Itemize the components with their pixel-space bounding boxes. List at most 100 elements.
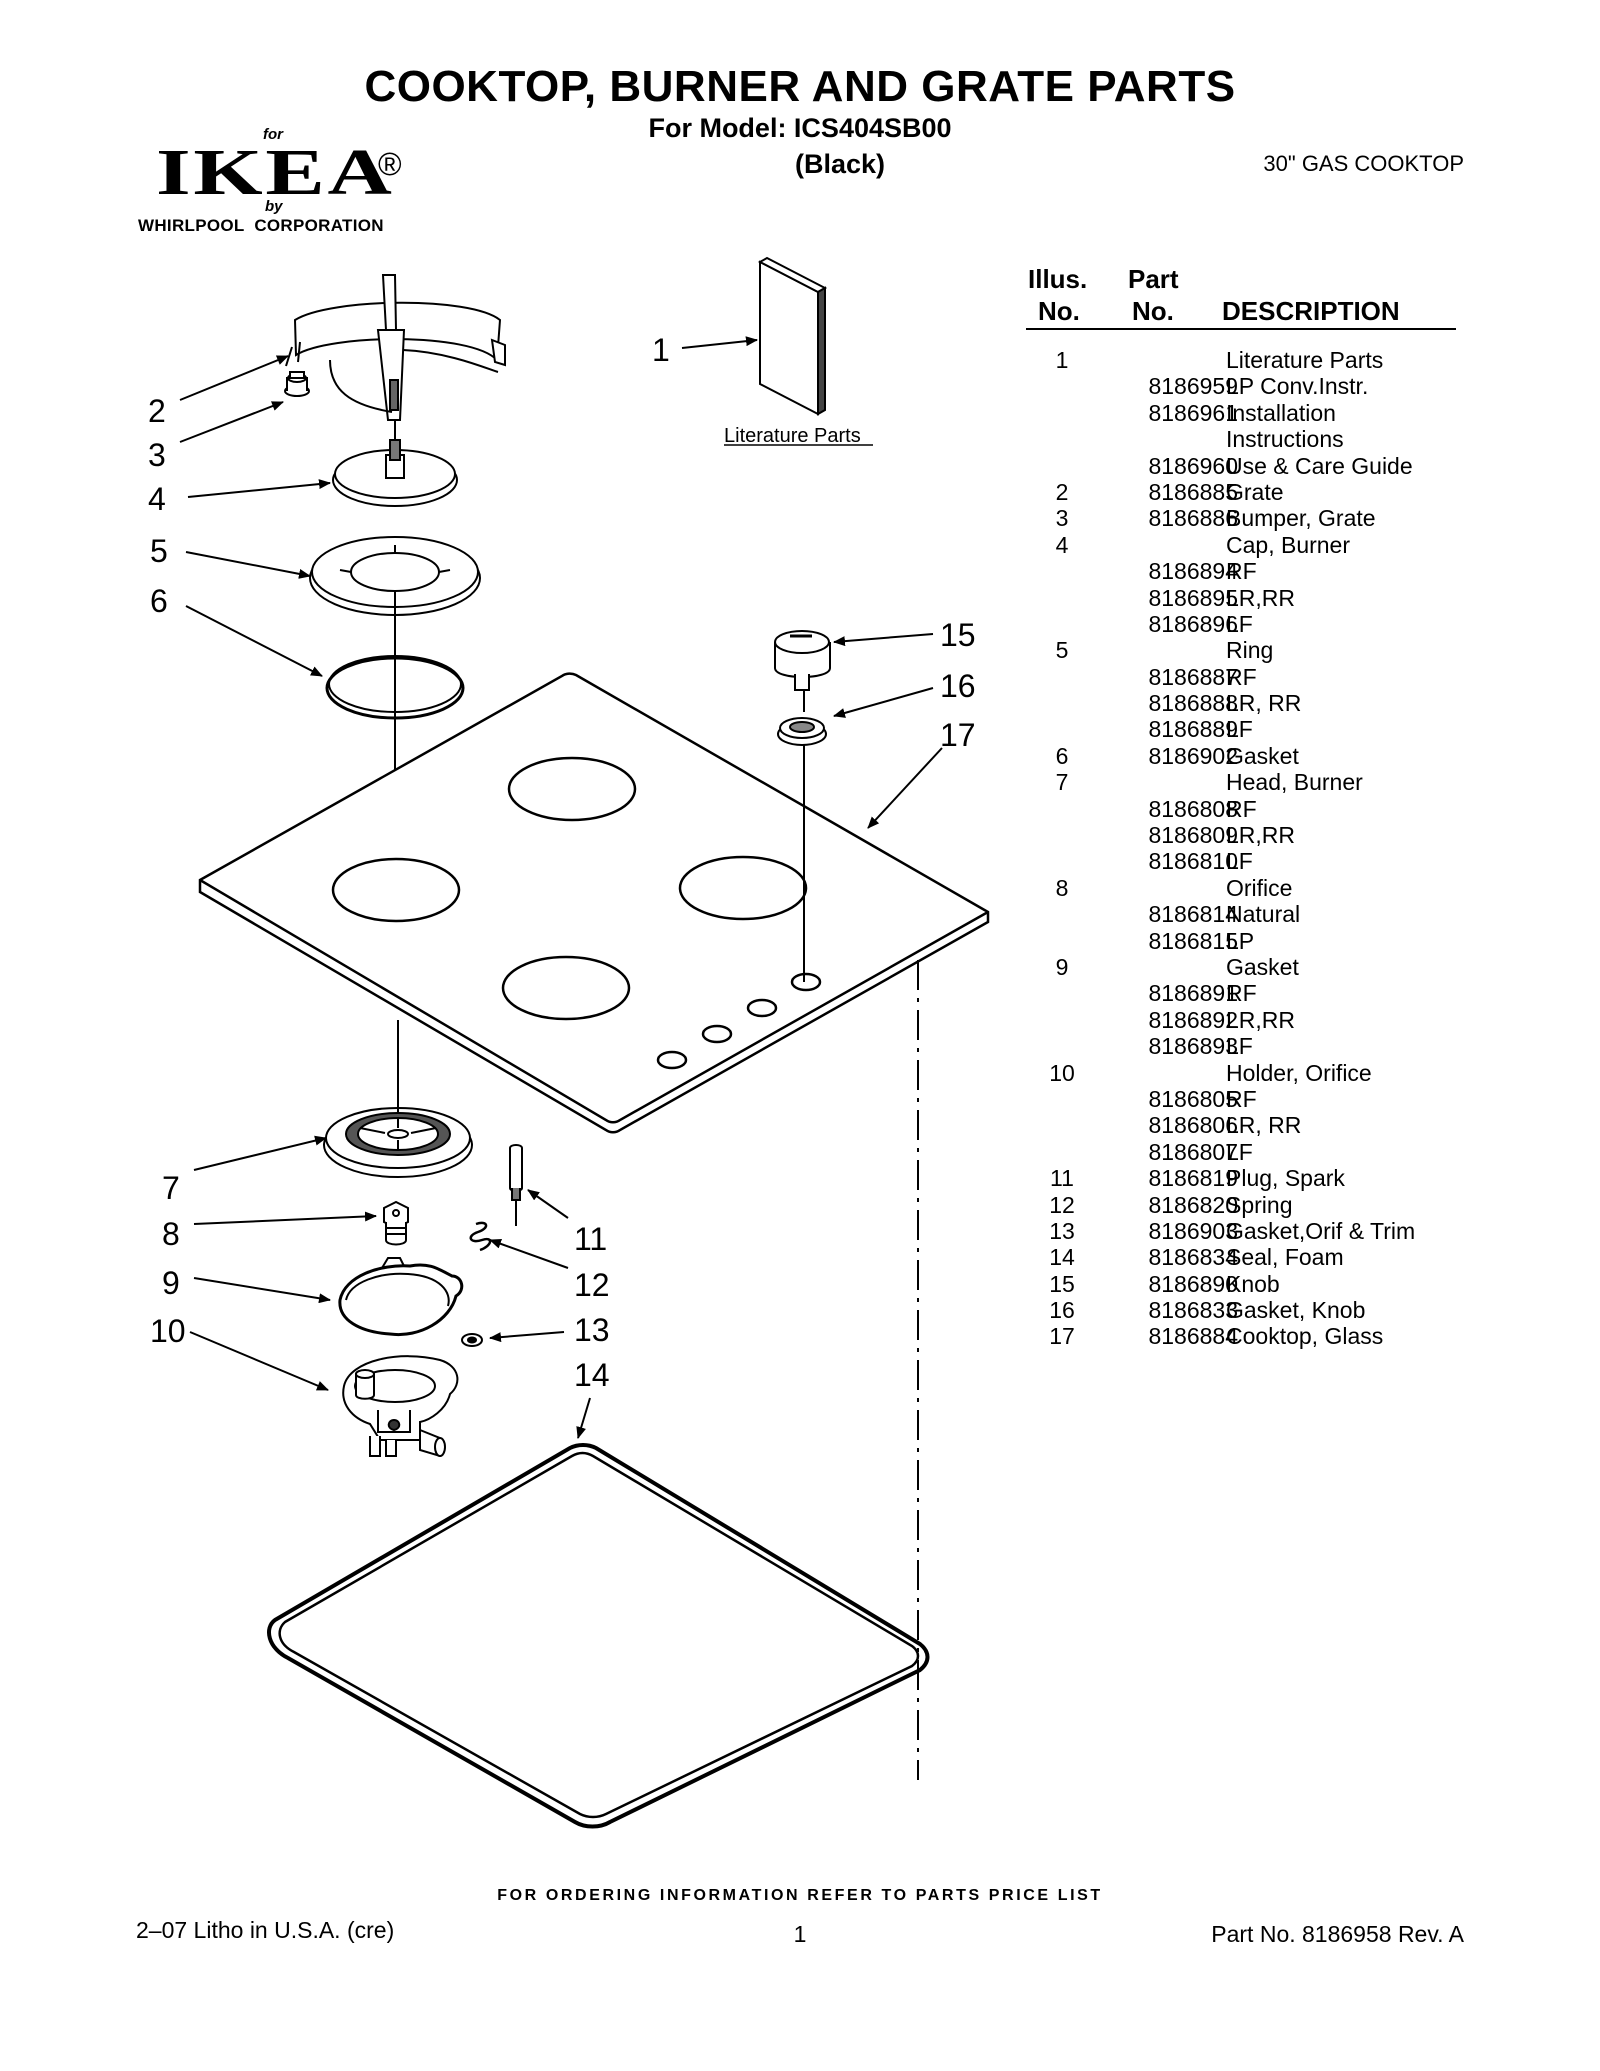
part-number: 8186805 — [1148, 1085, 1238, 1112]
burner-head — [323, 1107, 473, 1178]
glass-cooktop — [198, 672, 990, 1134]
part-number: 8186810 — [1148, 848, 1238, 875]
part-number: 8186815 — [1148, 927, 1238, 954]
header-illus-line2: No. — [1038, 296, 1080, 326]
illus-number: 6 — [1055, 742, 1069, 769]
part-description: Bumper, Grate — [1226, 505, 1376, 532]
part-number: 8186896 — [1148, 610, 1238, 637]
part-number: 8186895 — [1148, 584, 1238, 611]
callout-9: 9 — [162, 1265, 180, 1301]
illus-number: 2 — [1055, 478, 1069, 505]
logo-corporation: WHIRLPOOL CORPORATION — [138, 216, 384, 235]
illus-number: 13 — [1049, 1217, 1075, 1244]
part-description: LF — [1226, 610, 1253, 637]
part-description: LF — [1226, 716, 1253, 743]
callout-3: 3 — [148, 437, 166, 473]
part-number: 8186887 — [1148, 663, 1238, 690]
illus-number: 3 — [1055, 505, 1069, 532]
header-part-line2: No. — [1132, 296, 1174, 326]
part-number: 8186960 — [1148, 452, 1238, 479]
orifice-trim-gasket — [461, 1333, 483, 1347]
part-number: 8186961 — [1148, 399, 1238, 426]
part-number: 8186903 — [1148, 1217, 1238, 1244]
part-number: 8186885 — [1148, 478, 1238, 505]
part-number: 8186892 — [1148, 1006, 1238, 1033]
part-description: Literature Parts — [1226, 347, 1384, 373]
burner-cap — [332, 439, 458, 507]
part-description: Head, Burner — [1226, 769, 1363, 796]
foam-seal — [267, 1443, 930, 1829]
callout-14: 14 — [574, 1357, 610, 1393]
illus-number: 5 — [1055, 637, 1069, 664]
part-number: 8186959 — [1148, 373, 1238, 400]
part-description: LP Conv.Instr. — [1226, 373, 1369, 400]
document-part-number: Part No. 8186958 Rev. A — [1211, 1921, 1464, 1947]
header-part-line1: Part — [1128, 264, 1179, 294]
illus-number: 14 — [1049, 1244, 1075, 1271]
header-illus-line1: Illus. — [1028, 264, 1088, 294]
logo-for-text: for — [263, 126, 283, 143]
callout-4: 4 — [148, 481, 166, 517]
part-description: LR,RR — [1226, 822, 1296, 849]
part-number: 8186888 — [1148, 690, 1238, 717]
illus-number: 16 — [1049, 1297, 1075, 1324]
part-description: LF — [1226, 1033, 1253, 1060]
part-description: RF — [1226, 663, 1257, 690]
part-number: 8186806 — [1148, 1112, 1238, 1139]
part-number: 8186894 — [1148, 558, 1238, 585]
callout-numbers: 1 2 3 4 5 6 7 8 9 10 11 12 13 14 15 16 1… — [148, 332, 976, 1393]
page-title: COOKTOP, BURNER AND GRATE PARTS — [364, 62, 1236, 111]
callout-16: 16 — [940, 668, 976, 704]
orifice — [383, 1200, 409, 1246]
callout-1: 1 — [652, 332, 670, 368]
leader-lines — [179, 336, 943, 1439]
part-number: 8186902 — [1148, 742, 1238, 769]
part-number: 8186884 — [1148, 1323, 1238, 1350]
part-number: 8186886 — [1148, 505, 1238, 532]
part-number: 8186809 — [1148, 822, 1238, 849]
part-number: 8186893 — [1148, 1033, 1238, 1060]
part-description: Cooktop, Glass — [1226, 1323, 1384, 1350]
illus-number: 4 — [1055, 531, 1069, 558]
callout-15: 15 — [940, 617, 976, 653]
logo-by-text: by — [265, 198, 283, 215]
callout-5: 5 — [150, 533, 168, 569]
part-number: 8186834 — [1148, 1244, 1238, 1271]
part-description: Gasket — [1226, 742, 1299, 769]
part-description: RF — [1226, 1085, 1257, 1112]
callout-12: 12 — [574, 1267, 610, 1303]
control-knob — [774, 630, 831, 691]
callout-11: 11 — [574, 1221, 607, 1257]
callout-13: 13 — [574, 1312, 610, 1348]
part-number: 8186807 — [1148, 1138, 1238, 1165]
part-description: Holder, Orifice — [1226, 1059, 1372, 1086]
part-description: Natural — [1226, 901, 1301, 928]
part-description: Ring — [1226, 637, 1274, 664]
color-line: (Black) — [794, 149, 886, 179]
